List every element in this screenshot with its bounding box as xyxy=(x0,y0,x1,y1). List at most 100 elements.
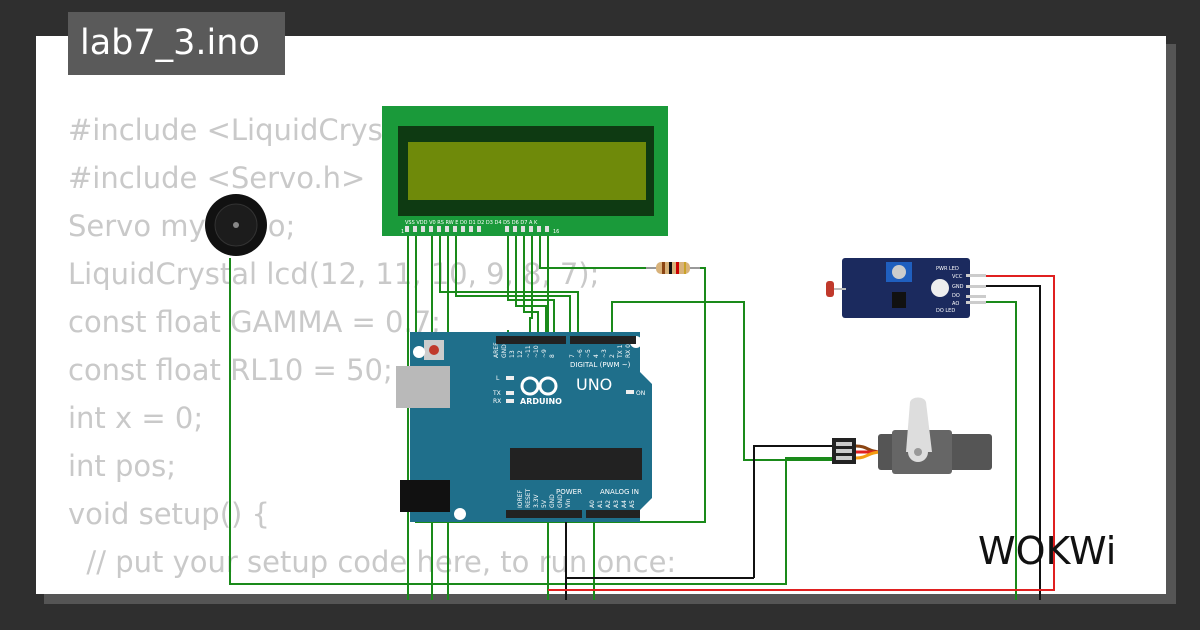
l-led xyxy=(506,376,514,380)
on-led xyxy=(626,390,634,394)
wires xyxy=(229,228,1055,600)
ldr-led xyxy=(931,279,949,297)
wire-ldr-out xyxy=(986,301,1017,600)
top-header-right xyxy=(570,336,636,344)
code-line: Serial.begin(9600); xyxy=(68,586,676,594)
pin-label: A4 xyxy=(621,500,628,508)
code-line: const float GAMMA = 0.7; xyxy=(68,305,441,339)
mount-hole xyxy=(413,346,425,358)
pin-label: 13 xyxy=(509,350,516,358)
brand-label: ARDUINO xyxy=(520,397,562,406)
wokwi-logo: WOKWi xyxy=(978,529,1116,573)
pin-label: A1 xyxy=(597,500,604,508)
servo-icon[interactable] xyxy=(832,397,992,475)
code-line: // put your setup code here, to run once… xyxy=(68,545,677,579)
pin-label: 5V xyxy=(541,499,548,508)
pin-label: Vin xyxy=(565,498,572,508)
pin-label: IOREF xyxy=(517,490,524,508)
file-name-tab: lab7_3.ino xyxy=(68,12,285,75)
pin-label: ~3 xyxy=(601,349,608,358)
ldr-icon xyxy=(826,281,846,297)
ldr-led-label: DO LED xyxy=(936,308,955,314)
lcd-pin-labels: VSS VDD V0 RS RW E D0 D1 D2 D3 D4 D5 D6 … xyxy=(405,220,538,226)
lcd-screen xyxy=(408,142,646,200)
pin-label: 7 xyxy=(569,354,576,358)
pin-label: RX 0 xyxy=(625,344,632,358)
tx-led xyxy=(506,391,514,395)
ldr-module[interactable]: VCC GND DO AO PWR LED DO LED xyxy=(826,258,986,318)
pin-label: RESET xyxy=(525,488,532,508)
wire-lcd-d7 xyxy=(529,228,533,340)
power-label: POWER xyxy=(556,488,582,496)
ldr-pin-labels: VCC GND DO AO PWR LED DO LED xyxy=(936,266,964,314)
lcd-pins xyxy=(405,226,549,232)
servo-horn xyxy=(906,397,932,452)
pin-label: 8 xyxy=(549,354,556,358)
comparator-chip xyxy=(892,292,906,308)
usb-port xyxy=(396,366,450,408)
pin-label: 12 xyxy=(517,350,524,358)
pin-label: 2 xyxy=(609,354,616,358)
code-line: int pos; xyxy=(68,449,177,483)
wire-buzzer xyxy=(229,258,836,585)
lcd-pin-first: 1 xyxy=(401,229,404,235)
code-line: const float RL10 = 50; xyxy=(68,353,393,387)
wire-lcd-e xyxy=(455,228,571,340)
code-line: void setup() { xyxy=(68,497,270,531)
on-label: ON xyxy=(636,390,645,397)
microcontroller-chip xyxy=(510,448,642,480)
wire-servo-gnd xyxy=(753,445,836,578)
rx-led xyxy=(506,399,514,403)
pin-label: ~9 xyxy=(541,349,548,358)
power-header xyxy=(506,510,582,518)
model-label: UNO xyxy=(576,375,612,394)
top-pin-labels: AREF GND 13 12 ~11 ~10 ~9 8 7 ~6 ~5 4 ~3… xyxy=(493,342,632,359)
pin-label: TX 1 xyxy=(617,344,624,359)
pin-label: A3 xyxy=(613,500,620,508)
code-line: #include <Servo.h> xyxy=(68,161,366,195)
code-line: LiquidCrystal lcd(12, 11, 10, 9, 8, 7); xyxy=(68,257,600,291)
arduino-logo-icon xyxy=(520,376,558,396)
analog-pin-labels: A0 A1 A2 A3 A4 A5 xyxy=(589,500,636,508)
tx-led-label: TX xyxy=(492,390,501,397)
pin-label: A2 xyxy=(605,500,612,508)
pin-label: AREF xyxy=(493,342,500,358)
resistor-icon[interactable] xyxy=(646,262,700,274)
buzzer-icon[interactable] xyxy=(205,194,267,256)
ldr-pin-label: AO xyxy=(952,301,959,307)
ldr-pin-label: VCC xyxy=(952,274,963,280)
analog-header xyxy=(586,510,640,518)
power-pin-labels: IOREF RESET 3.3V 5V GND GND Vin xyxy=(517,488,572,508)
wire-ldr-gnd xyxy=(986,285,1041,600)
ldr-pins xyxy=(966,274,986,304)
wire-lcd-anode xyxy=(539,228,652,269)
top-header-left xyxy=(496,336,566,344)
pin-label: A0 xyxy=(589,500,596,508)
pin-label: A5 xyxy=(629,500,636,508)
ldr-led-label: PWR LED xyxy=(936,266,959,272)
pin-label: ~5 xyxy=(585,349,592,358)
pin-label: ~11 xyxy=(525,345,532,358)
l-led-label: L xyxy=(496,375,500,382)
mount-hole xyxy=(454,508,466,520)
reset-icon xyxy=(429,345,439,355)
wokwi-logo-text: WOKWi xyxy=(978,529,1116,573)
lcd-display[interactable]: VSS VDD V0 RS RW E D0 D1 D2 D3 D4 D5 D6 … xyxy=(382,106,668,236)
analog-label: ANALOG IN xyxy=(600,488,639,496)
ldr-pin-label: GND xyxy=(952,284,964,290)
digital-label: DIGITAL (PWM ~) xyxy=(570,361,631,369)
pin-label: GND xyxy=(557,494,564,508)
pin-label: 4 xyxy=(593,354,600,358)
wire-ldr-vcc xyxy=(548,275,1055,591)
pin-label: ~10 xyxy=(533,345,540,358)
lcd-pin-last: 16 xyxy=(553,229,559,235)
rx-led-label: RX xyxy=(493,398,501,405)
power-jack xyxy=(400,480,450,512)
pin-label: 3.3V xyxy=(533,493,540,508)
arduino-uno[interactable]: AREF GND 13 12 ~11 ~10 ~9 8 7 ~6 ~5 4 ~3… xyxy=(396,332,652,522)
pin-label: ~6 xyxy=(577,349,584,358)
pin-label: GND xyxy=(549,494,556,508)
pin-label: GND xyxy=(501,344,508,358)
ldr-board xyxy=(842,258,970,318)
